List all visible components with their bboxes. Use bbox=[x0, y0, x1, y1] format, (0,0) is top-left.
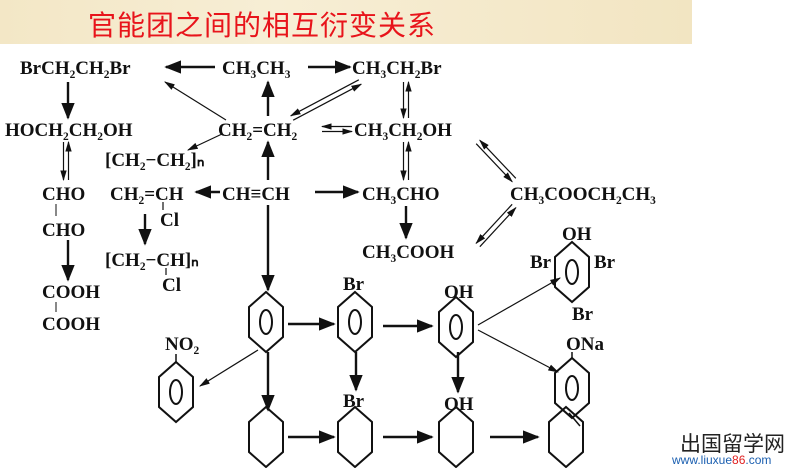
cyclohexane-ring bbox=[248, 405, 284, 468]
nitrobenzene-ring-aromatic-circle bbox=[169, 379, 183, 405]
compound-acetic-acid: CH₃COOH bbox=[362, 242, 454, 263]
tribromophenol-br-right: Br bbox=[594, 252, 616, 273]
compound-vinyl-chloride: CH₂=CH bbox=[110, 184, 184, 205]
watermark-url-suffix: .com bbox=[745, 453, 772, 467]
bromobenzene-substituent: Br bbox=[343, 274, 365, 295]
bromobenzene-ring bbox=[337, 290, 373, 354]
compound-ethylene: CH₂=CH₂ bbox=[218, 120, 298, 141]
acid-ester-reverse-arrow bbox=[475, 203, 513, 245]
ethylene-to-polyethylene-arrow bbox=[187, 133, 223, 151]
ethanol-ester-forward-arrow bbox=[475, 143, 513, 183]
watermark-logo: 出国留学网 bbox=[680, 432, 785, 456]
compound-bromoethane: CH₃CH₂Br bbox=[352, 58, 442, 79]
compound-oxalic-top: COOH bbox=[42, 282, 100, 303]
phenol-to-phenoxide-arrow bbox=[477, 329, 559, 373]
tribromophenol-ring-aromatic-circle bbox=[565, 259, 579, 285]
compound-glyoxal-top: CHO bbox=[42, 184, 85, 205]
phenoxide-ring bbox=[554, 356, 590, 420]
compound-ethyl-acetate: CH₃COOCH₂CH₃ bbox=[510, 184, 656, 205]
compound-acetylene: CH≡CH bbox=[222, 184, 290, 205]
watermark-url-accent: 86 bbox=[732, 453, 746, 467]
compound-polyethylene: [CH₂−CH₂]ₙ bbox=[105, 150, 204, 171]
bromobenzene-ring-aromatic-circle bbox=[348, 309, 362, 335]
benzene-to-nitrobenzene-arrow bbox=[199, 349, 259, 387]
compound-oxalic-bottom: COOH bbox=[42, 314, 100, 335]
cyclohexene-ring bbox=[548, 405, 584, 468]
compound-ethane: CH₃CH₃ bbox=[222, 58, 291, 79]
cyclohexene-double-bond bbox=[568, 412, 581, 427]
phenoxide-substituent: ONa bbox=[566, 334, 605, 355]
title-banner bbox=[0, 0, 692, 44]
ethylene-to-dibromoethane-arrow bbox=[164, 81, 227, 121]
benzene-ring bbox=[248, 290, 284, 354]
bromocyclohexane-ring bbox=[337, 405, 373, 468]
acid-ester-forward-arrow bbox=[479, 206, 517, 248]
phenol-substituent: OH bbox=[444, 282, 474, 303]
bromoethane-ethylene-reverse-arrow bbox=[292, 83, 363, 121]
compound-vinyl-chloride-cl: Cl bbox=[160, 210, 179, 231]
cyclohexanol-ring bbox=[438, 405, 474, 468]
ethanol-ester-reverse-arrow bbox=[479, 139, 517, 179]
tribromophenol-br-bottom: Br bbox=[572, 304, 594, 325]
bromoethane-ethylene-forward-arrow bbox=[289, 79, 360, 117]
phenol-to-tribromophenol-arrow bbox=[477, 277, 561, 326]
watermark-url-prefix: www.liuxue bbox=[672, 453, 733, 467]
tribromophenol-oh: OH bbox=[562, 224, 592, 245]
benzene-ring-aromatic-circle bbox=[259, 309, 273, 335]
compound-pvc: [CH₂−CH]ₙ bbox=[105, 250, 199, 271]
phenoxide-ring-aromatic-circle bbox=[565, 375, 579, 401]
watermark-url[interactable]: www.liuxue86.com bbox=[672, 453, 771, 467]
cyclohexanol-substituent: OH bbox=[444, 394, 474, 415]
tribromophenol-ring bbox=[554, 240, 590, 304]
phenol-ring-aromatic-circle bbox=[449, 314, 463, 340]
tribromophenol-br-left: Br bbox=[530, 252, 552, 273]
diagram-title: 官能团之间的相互衍变关系 bbox=[88, 9, 437, 42]
bromocyclohexane-substituent: Br bbox=[343, 391, 365, 412]
compound-dibromoethane: BrCH₂CH₂Br bbox=[20, 58, 131, 79]
phenol-ring bbox=[438, 295, 474, 359]
compound-pvc-cl: Cl bbox=[162, 275, 181, 296]
compound-ethanol: CH₃CH₂OH bbox=[354, 120, 452, 141]
compound-ethylene-glycol: HOCH₂CH₂OH bbox=[5, 120, 133, 141]
nitrobenzene-substituent: NO₂ bbox=[165, 334, 200, 355]
compound-glyoxal-bottom: CHO bbox=[42, 220, 85, 241]
nitrobenzene-ring bbox=[158, 360, 194, 424]
compound-acetaldehyde: CH₃CHO bbox=[362, 184, 439, 205]
